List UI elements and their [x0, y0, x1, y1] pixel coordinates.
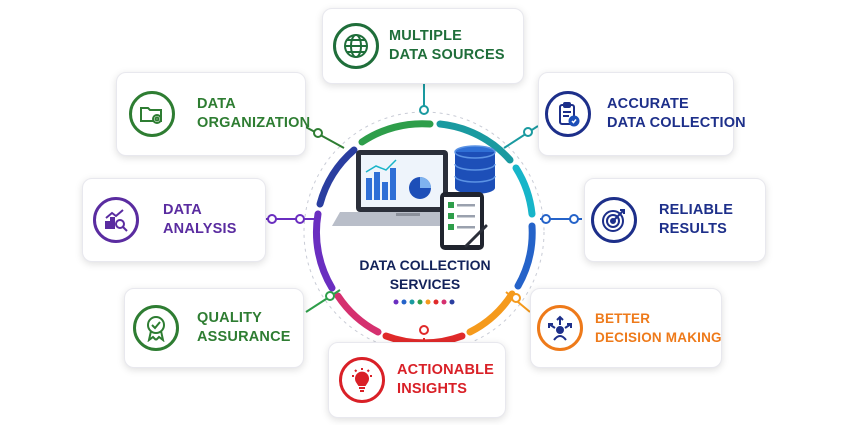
connectors	[266, 84, 582, 344]
ring-segment-orange	[466, 290, 516, 336]
card-multiple-data-sources: MULTIPLE DATA SOURCES	[322, 8, 524, 84]
ring-segment-purple	[312, 210, 336, 292]
card-line1: RELIABLE	[659, 202, 734, 218]
card-accurate-data-collection: ACCURATE DATA COLLECTION	[538, 72, 746, 156]
card-line1: ACTIONABLE	[397, 362, 495, 378]
card-line2: ASSURANCE	[197, 329, 291, 345]
chart-magnifier-icon	[93, 197, 139, 243]
card-data-analysis: DATA ANALYSIS	[82, 178, 266, 262]
decision-arrows-icon	[537, 305, 583, 351]
ring-segment-navy	[316, 146, 358, 208]
globe-icon	[333, 23, 379, 69]
colored-ring	[312, 120, 536, 347]
tablet-checklist-illustration	[440, 192, 488, 250]
card-line1: ACCURATE	[607, 96, 689, 112]
card-line2: ANALYSIS	[163, 221, 237, 237]
card-data-organization: DATA ORGANIZATION	[116, 72, 310, 156]
card-actionable-insights: ACTIONABLE INSIGHTS	[328, 342, 506, 418]
lightbulb-icon	[339, 357, 385, 403]
card-line1: DATA	[163, 202, 202, 218]
card-line1: BETTER	[595, 311, 651, 326]
ring-segment-teal	[436, 120, 514, 164]
ring-segment-green	[358, 120, 434, 146]
database-illustration	[454, 145, 496, 194]
badge-check-icon	[133, 305, 179, 351]
decorative-dots	[393, 299, 455, 305]
target-icon	[591, 197, 637, 243]
ring-segment-cyan	[512, 164, 536, 218]
card-line2: DATA SOURCES	[389, 47, 505, 63]
ring-segment-blue	[514, 222, 536, 290]
card-line2: DATA COLLECTION	[607, 115, 746, 131]
laptop-illustration	[332, 150, 474, 226]
folder-gear-icon	[129, 91, 175, 137]
card-reliable-results: RELIABLE RESULTS	[584, 178, 766, 262]
card-line2: ORGANIZATION	[197, 115, 311, 131]
ring-segment-pink	[334, 292, 382, 336]
card-quality-assurance: QUALITY ASSURANCE	[124, 288, 304, 368]
center-title-line1: DATA COLLECTION	[359, 257, 491, 273]
card-line2: DECISION MAKING	[595, 330, 722, 345]
card-better-decision-making: BETTER DECISION MAKING	[530, 288, 722, 368]
card-line1: MULTIPLE	[389, 28, 463, 44]
card-line2: RESULTS	[659, 221, 727, 237]
center-title-line2: SERVICES	[389, 276, 461, 292]
card-line2: INSIGHTS	[397, 381, 468, 397]
card-line1: QUALITY	[197, 310, 263, 326]
clipboard-check-icon	[545, 91, 591, 137]
outer-guide-circle	[303, 111, 545, 353]
card-line1: DATA	[197, 96, 236, 112]
